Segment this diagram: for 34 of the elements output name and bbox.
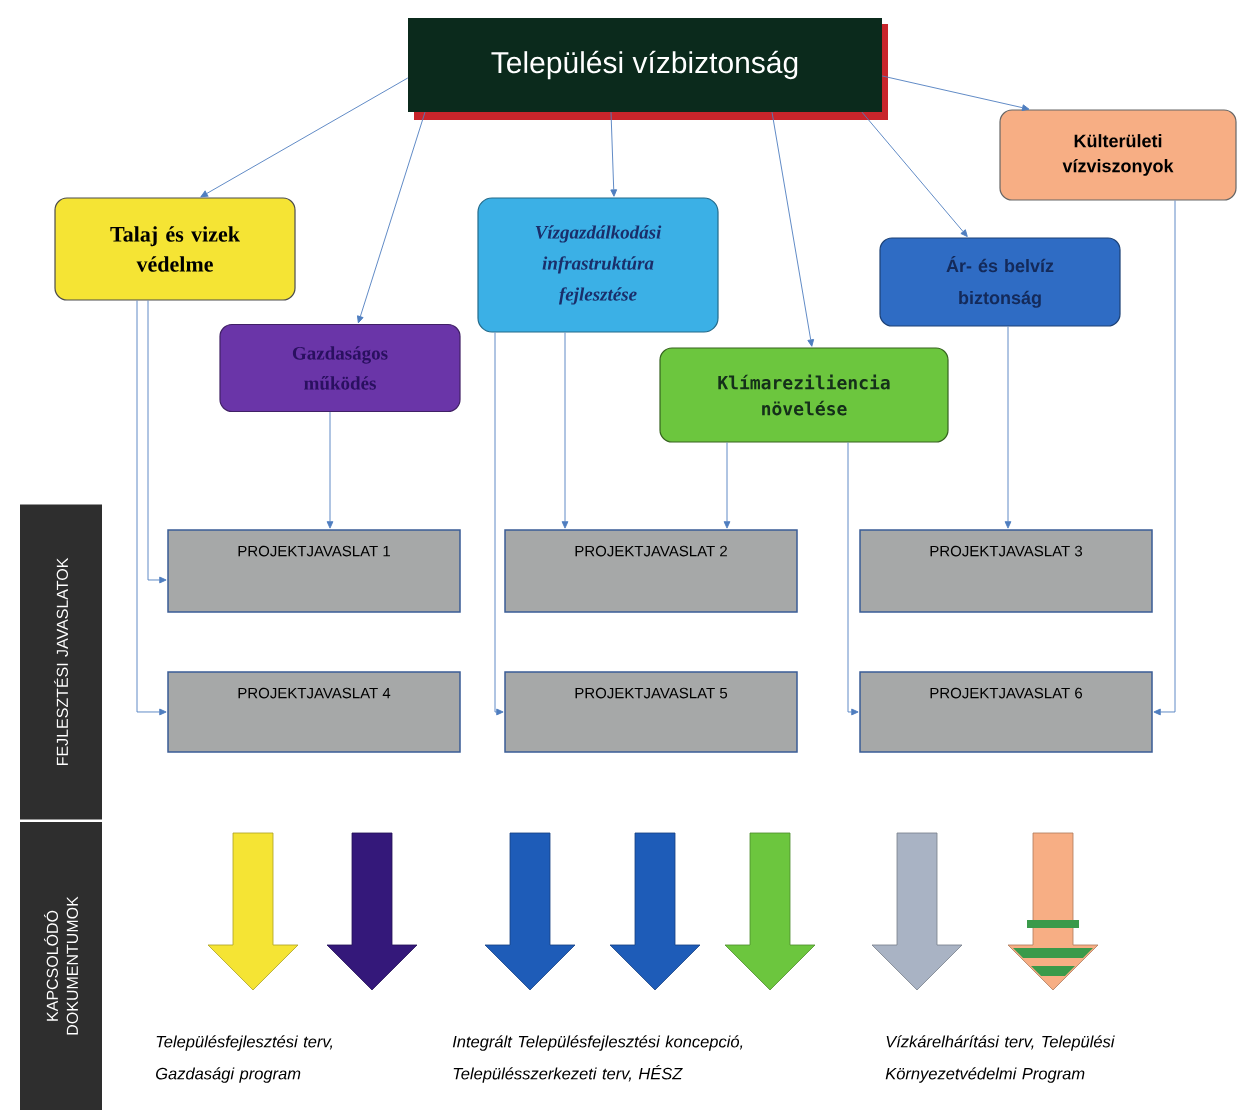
topic-box: Gazdaságos működés	[219, 323, 461, 413]
project-box: PROJEKTJAVASLAT 5	[504, 671, 798, 753]
topic-box: Külterületi vízviszonyok	[999, 109, 1237, 201]
project-box: PROJEKTJAVASLAT 4	[167, 671, 461, 753]
project-box: PROJEKTJAVASLAT 2	[504, 529, 798, 613]
arrow	[723, 442, 731, 529]
arrow	[1004, 326, 1012, 529]
arrow	[1153, 200, 1176, 716]
side-band: FEJLESZTÉSI JAVASLATOK	[20, 504, 102, 820]
arrow	[610, 111, 618, 197]
side-band: KAPCSOLÓDÓ DOKUMENTUMOK	[20, 822, 102, 1110]
project-box: PROJEKTJAVASLAT 1	[167, 529, 461, 613]
arrow	[136, 300, 167, 716]
project-box: PROJEKTJAVASLAT 3	[859, 529, 1153, 613]
document-list: Vízkárelhárítási terv, Települési Környezetvédelmi Program	[885, 1035, 1115, 1083]
arrow	[847, 442, 859, 716]
topic-box: Ár- és belvíz biztonság	[879, 237, 1121, 327]
document-list: Integrált Településfejlesztési koncepció, Településszerkezeti terv, HÉSZ	[452, 1035, 743, 1083]
title-box: Települési vízbiztonság	[408, 18, 888, 120]
arrow	[326, 411, 334, 529]
project-box: PROJEKTJAVASLAT 6	[859, 671, 1153, 753]
arrow	[357, 111, 426, 324]
document-list: Településfejlesztési terv, Gazdasági program	[156, 1035, 333, 1083]
topic-box: Talaj és vizek védelme	[54, 197, 296, 301]
arrow	[494, 332, 504, 716]
arrow	[147, 300, 167, 584]
topic-box: Klímareziliencia növelése	[659, 347, 949, 443]
arrow	[561, 332, 569, 529]
arrow	[771, 111, 815, 347]
arrow	[881, 75, 1030, 111]
node-label: FEJLESZTÉSI JAVASLATOK	[53, 557, 69, 765]
arrow	[200, 77, 409, 198]
topic-box: Vízgazdálkodási infrastruktúra fejlesztése	[477, 197, 719, 333]
arrow	[861, 111, 968, 237]
